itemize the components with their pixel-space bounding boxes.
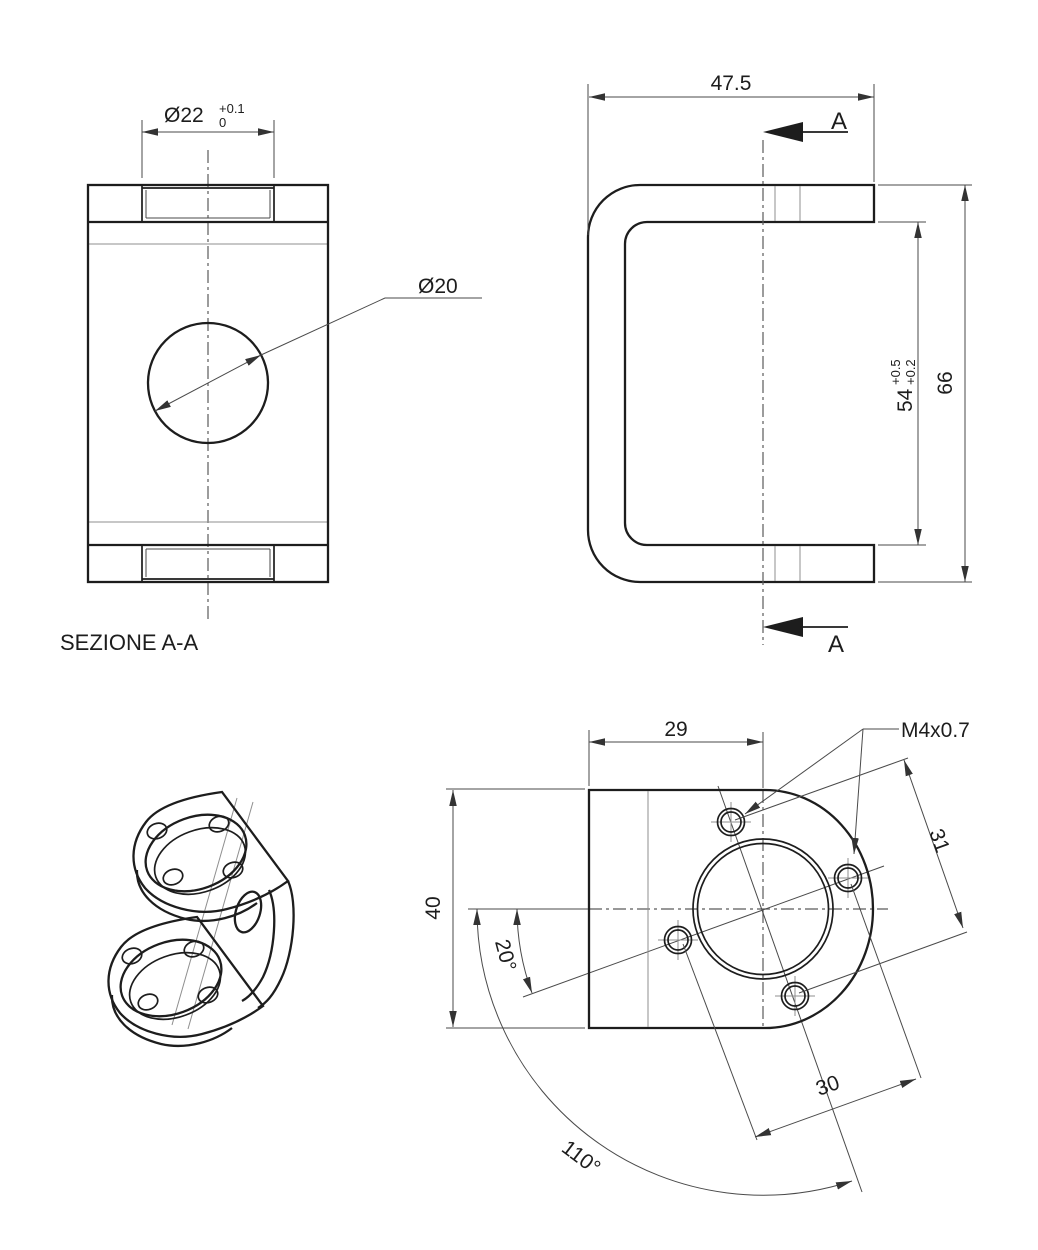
- iso-bottom-flange: [107, 915, 265, 1048]
- angle-pattern-label: 20°: [490, 937, 520, 974]
- hatch-area: [87, 544, 143, 583]
- hatch-area: [87, 184, 143, 223]
- flange-bore-depth: [128, 951, 222, 1021]
- leader-line: [744, 728, 864, 815]
- tap-drill-circle: [837, 867, 859, 889]
- extension-line: [682, 943, 758, 1141]
- width-label: 47.5: [711, 72, 752, 95]
- extension-line: [798, 931, 968, 994]
- bore-tol-lower: 0: [219, 115, 226, 130]
- tapped-hole-top: [711, 802, 751, 842]
- overall-height-label: 66: [934, 371, 957, 394]
- extension-line: [734, 757, 909, 821]
- width-to-center-label: 29: [664, 718, 687, 741]
- hatch-area: [273, 184, 329, 223]
- bore-tol-upper: +0.1: [219, 101, 245, 116]
- web-outer-edge: [257, 880, 295, 1009]
- flange-outline: [132, 790, 290, 913]
- section-view: Ø22 +0.1 0 Ø20 SEZIONE A-A: [60, 101, 482, 655]
- thread-circle: [833, 863, 863, 893]
- part-outline: [86, 183, 330, 584]
- dimension-line: [903, 759, 964, 929]
- side-view: A A 47.5 66 54 +0.5 +0.2: [586, 72, 972, 658]
- cut-arrow-bottom: [763, 617, 803, 637]
- front-view: 29 40 M4x0.7 31 30 20° 110°: [422, 718, 970, 1196]
- iso-top-flange: [132, 790, 290, 923]
- plate-height-label: 40: [422, 896, 445, 919]
- small-hole: [183, 940, 205, 958]
- leader-line: [851, 728, 864, 855]
- section-title: SEZIONE A-A: [60, 630, 198, 655]
- extension-line: [850, 883, 922, 1079]
- inner-height-tol-lower: +0.2: [903, 359, 918, 385]
- flange-bore-depth: [153, 826, 247, 896]
- center-hole: [146, 321, 270, 445]
- flange-bore: [144, 813, 248, 893]
- small-hole: [222, 861, 244, 879]
- flange-bore: [119, 938, 223, 1018]
- tapped-hole-right: [828, 858, 868, 898]
- cut-arrow-top: [763, 122, 803, 142]
- cut-label-bottom: A: [828, 631, 844, 658]
- bore-diameter-label: Ø22: [164, 104, 204, 127]
- flange-thickness-edge: [110, 994, 233, 1048]
- small-hole: [146, 822, 168, 840]
- leader-line: [154, 354, 262, 412]
- small-hole: [208, 815, 230, 833]
- hatch-area: [273, 544, 329, 583]
- inner-height-tol-upper: +0.5: [888, 359, 903, 385]
- tapped-hole-bottom: [775, 976, 815, 1016]
- small-hole: [197, 986, 219, 1004]
- cut-label-top: A: [831, 108, 847, 135]
- bolt-axis-110deg: [717, 785, 863, 1193]
- hole-diameter-label: Ø20: [418, 275, 458, 298]
- leader-line: [260, 297, 482, 356]
- bracket-profile: [586, 183, 876, 584]
- web-inner-edge: [241, 889, 276, 1002]
- inner-height-label: 54: [894, 388, 917, 412]
- hole-spacing-horiz-label: 30: [813, 1071, 843, 1101]
- tapped-hole-left: [658, 920, 698, 960]
- small-hole: [137, 993, 159, 1011]
- thread-circle: [716, 807, 746, 837]
- flange-outline: [107, 915, 265, 1038]
- small-hole: [162, 868, 184, 886]
- inner-height-dim: 54 +0.5 +0.2: [888, 359, 918, 412]
- tap-drill-circle: [720, 811, 742, 833]
- angle-arc-110: [473, 908, 853, 1196]
- flange-thickness-edge: [135, 869, 258, 923]
- angle-arc-20: [513, 908, 533, 994]
- isometric-view: [107, 790, 295, 1048]
- thread-callout-label: M4x0.7: [901, 719, 970, 742]
- web-hole: [233, 890, 263, 934]
- small-hole: [121, 947, 143, 965]
